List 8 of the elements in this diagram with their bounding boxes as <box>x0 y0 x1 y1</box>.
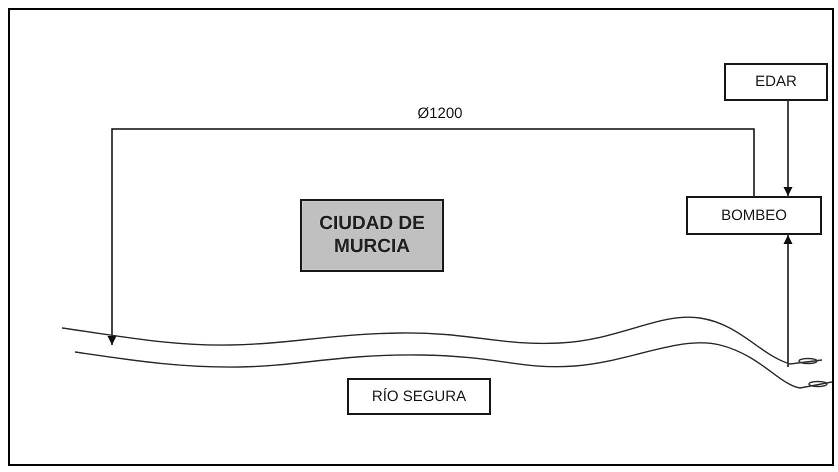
process-box: BOMBEO <box>686 196 822 235</box>
arrow <box>784 101 792 196</box>
city-box: CIUDAD DE MURCIA <box>300 199 444 272</box>
edge-label: Ø1200 <box>417 105 463 122</box>
process-box: RÍO SEGURA <box>347 378 491 415</box>
arrow <box>108 128 755 345</box>
process-box: EDAR <box>724 63 828 101</box>
arrow <box>784 235 792 367</box>
